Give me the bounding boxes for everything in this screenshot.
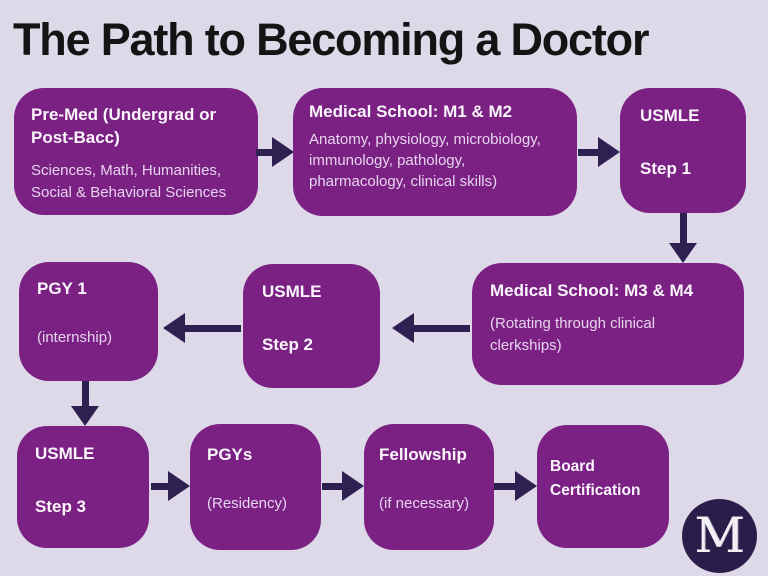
brand-logo: M [682, 499, 757, 573]
node-usmle-step2-subtitle: Step 2 [262, 335, 314, 354]
node-premed: Pre-Med (Undergrad or Post-Bacc) Science… [14, 88, 258, 215]
node-med-school-m3-m4-title: Medical School: M3 & M4 [490, 281, 694, 300]
node-med-school-m3-m4-body: (Rotating through clinical clerkships) [490, 315, 656, 354]
node-usmle-step3: USMLE Step 3 [17, 426, 149, 548]
node-usmle-step1-title: USMLE [640, 106, 700, 125]
node-med-school-m1-m2-body: Anatomy, physiology, microbiology, immun… [309, 131, 541, 190]
node-usmle-step1: USMLE Step 1 [620, 88, 746, 213]
arrow-premed-to-m1m2-icon [256, 137, 294, 167]
arrow-step3-to-pgys-icon [151, 471, 190, 501]
node-usmle-step2: USMLE Step 2 [243, 264, 380, 388]
node-pgy1-body: (internship) [37, 329, 113, 346]
arrow-m1m2-to-step1-icon [578, 137, 620, 167]
arrow-pgy1-to-step3-icon [71, 381, 99, 426]
node-usmle-step1-subtitle: Step 1 [640, 159, 692, 178]
node-fellowship-title: Fellowship [379, 445, 467, 464]
page-title: The Path to Becoming a Doctor [13, 14, 649, 65]
arrow-step2-to-pgy1-icon [163, 313, 241, 343]
node-premed-title: Pre-Med (Undergrad or Post-Bacc) [31, 105, 217, 147]
node-pgys: PGYs (Residency) [190, 424, 321, 550]
node-board-certification-title: Board Certification [550, 458, 641, 499]
node-pgy1: PGY 1 (internship) [19, 262, 158, 381]
node-pgy1-title: PGY 1 [37, 279, 87, 298]
node-usmle-step2-title: USMLE [262, 282, 322, 301]
node-usmle-step3-subtitle: Step 3 [35, 497, 87, 516]
arrow-step1-to-m3m4-icon [669, 213, 697, 263]
node-premed-body: Sciences, Math, Humanities, Social & Beh… [31, 162, 227, 201]
node-usmle-step3-title: USMLE [35, 444, 95, 463]
node-board-certification: Board Certification [537, 425, 669, 548]
node-med-school-m1-m2: Medical School: M1 & M2 Anatomy, physiol… [293, 88, 577, 216]
node-pgys-body: (Residency) [207, 495, 288, 512]
node-pgys-title: PGYs [207, 445, 253, 464]
arrow-fellowship-to-board-icon [494, 471, 537, 501]
arrow-pgys-to-fellowship-icon [322, 471, 364, 501]
brand-logo-m-icon: M [694, 506, 745, 564]
arrow-m3m4-to-step2-icon [392, 313, 470, 343]
node-fellowship-body: (if necessary) [379, 495, 470, 512]
node-med-school-m3-m4: Medical School: M3 & M4 (Rotating throug… [472, 263, 744, 385]
node-med-school-m1-m2-title: Medical School: M1 & M2 [309, 102, 513, 121]
node-fellowship: Fellowship (if necessary) [364, 424, 494, 550]
